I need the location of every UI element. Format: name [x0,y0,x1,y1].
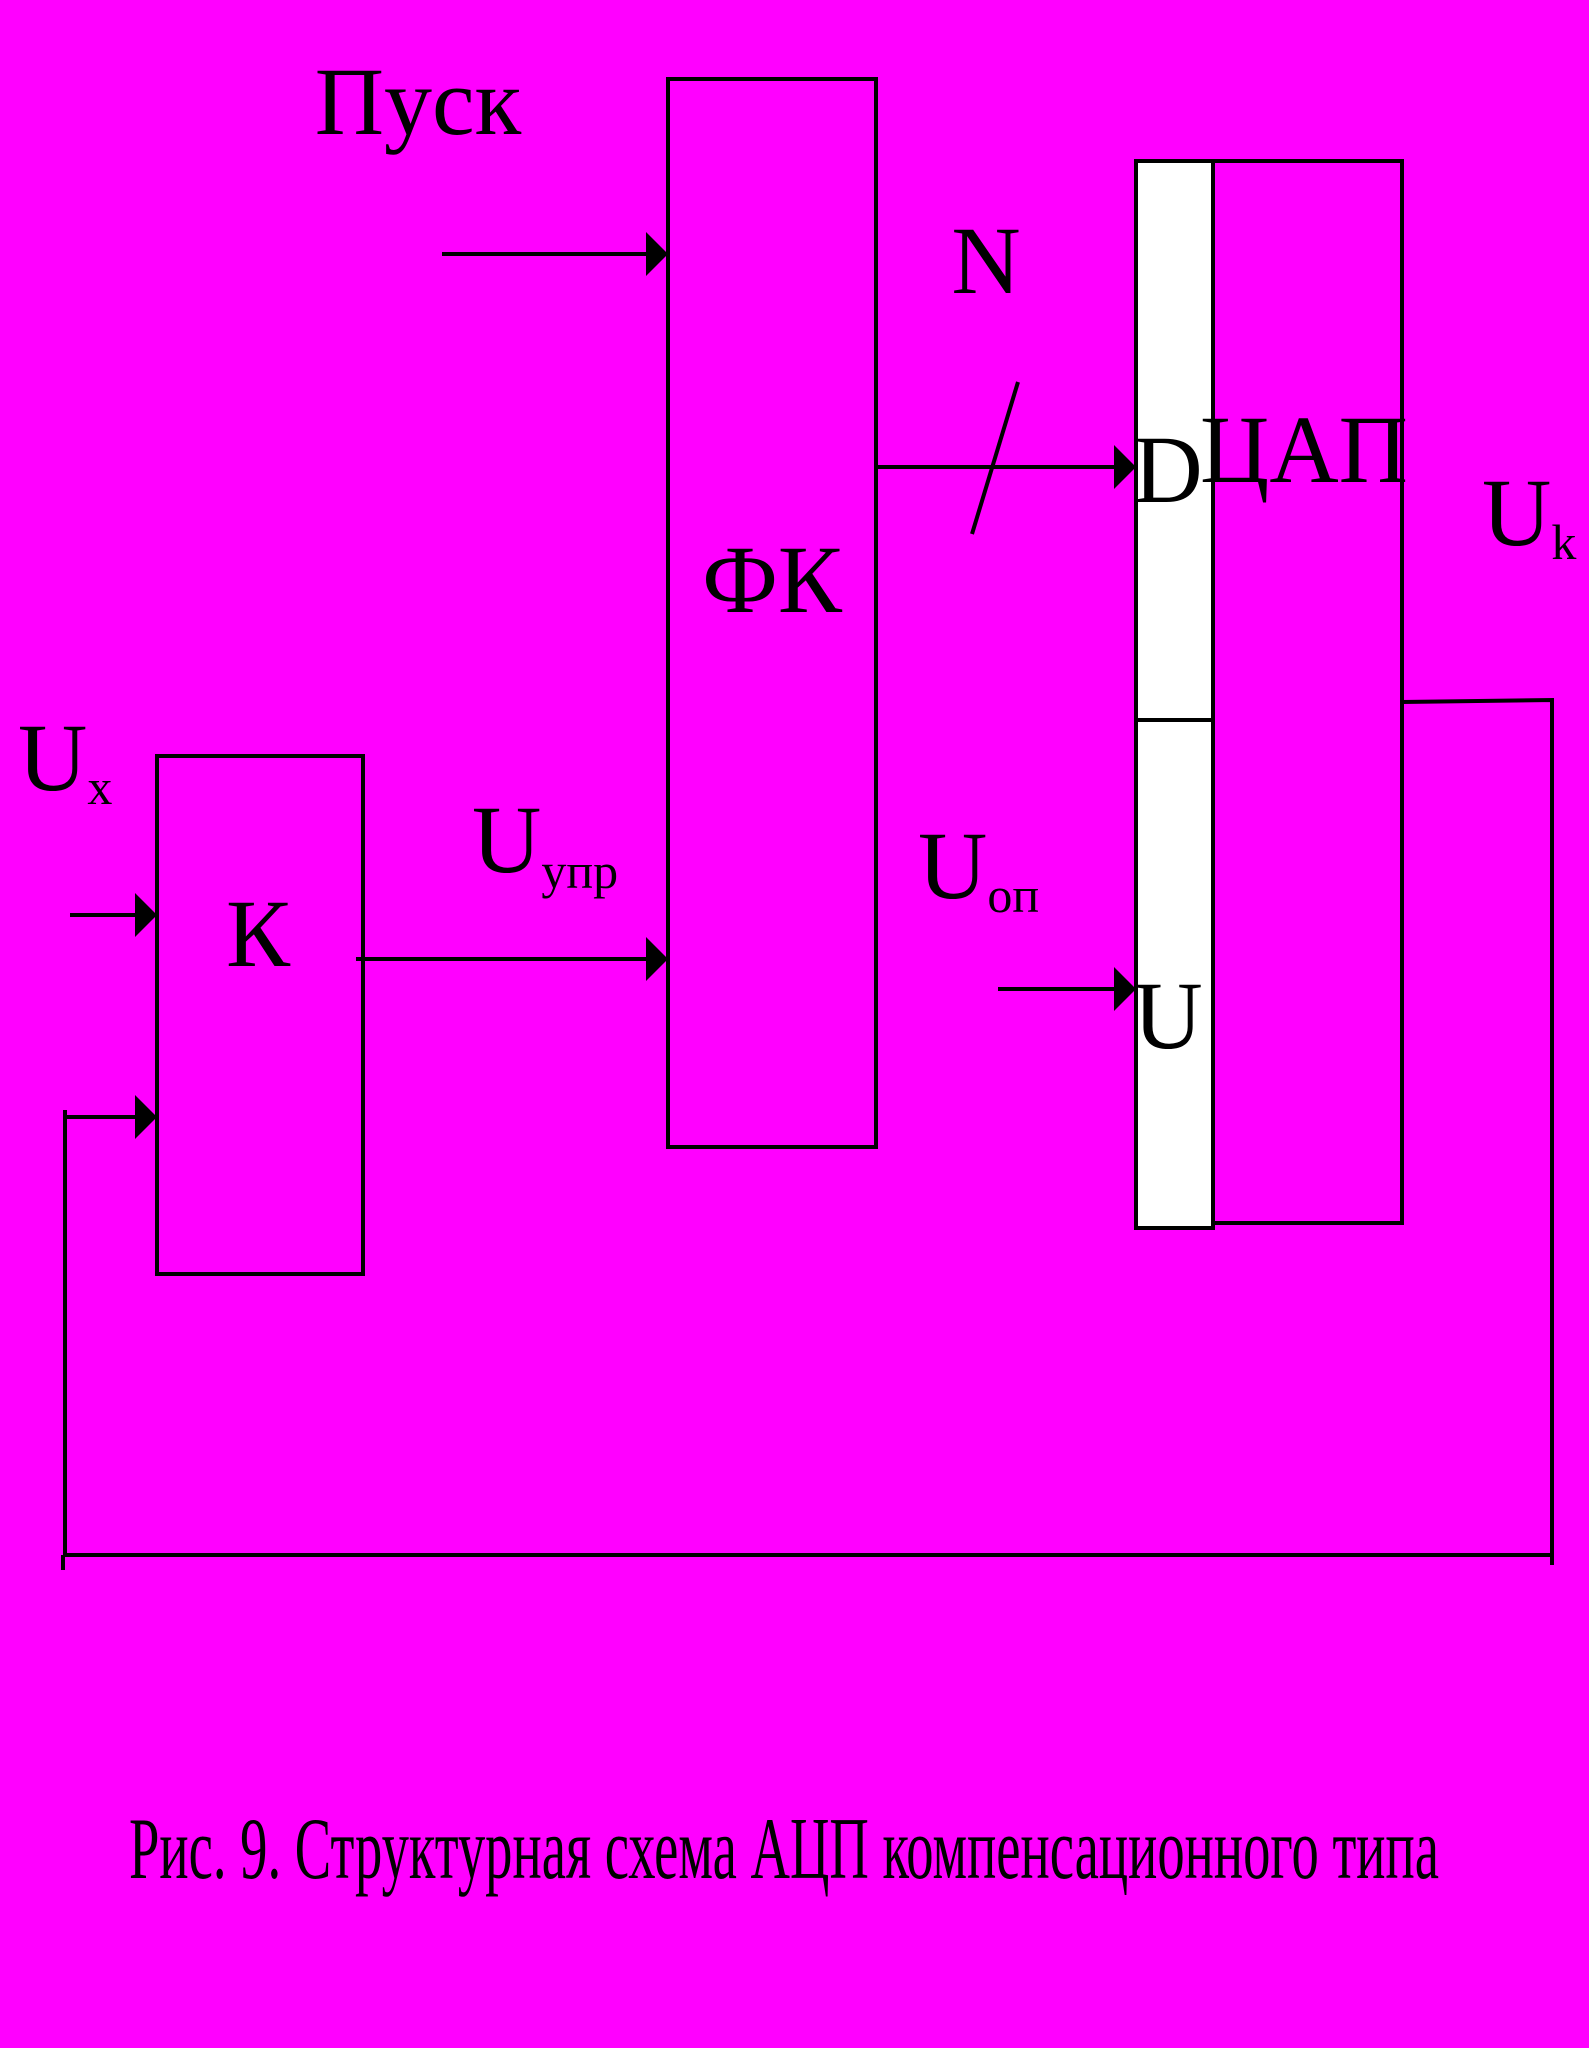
figure-caption: Рис. 9. Структурная схема АЦП компенсаци… [129,1801,1439,1898]
reference-voltage-label: Uоп [918,812,1039,923]
control-voltage-label: Uупр [472,786,618,899]
dac-block [1211,159,1404,1225]
start-label: Пуск [315,48,522,155]
input-voltage-label: Ux [18,704,112,815]
dac-digital-input-label: D [1133,416,1202,523]
bus-width-slash [970,381,1020,535]
dac-label: ЦАП [1200,396,1408,503]
bus-width-label: N [951,207,1020,314]
comparator-block [155,754,365,1276]
dac-reference-input-port [1134,718,1215,1230]
dac-reference-input-label: U [1133,962,1202,1069]
compensation-voltage-label: Uk [1482,459,1576,570]
control-former-block [666,77,878,1149]
feedback-loop-line [63,697,1554,1557]
control-former-label: ФК [702,526,843,633]
comparator-label: К [226,880,291,987]
